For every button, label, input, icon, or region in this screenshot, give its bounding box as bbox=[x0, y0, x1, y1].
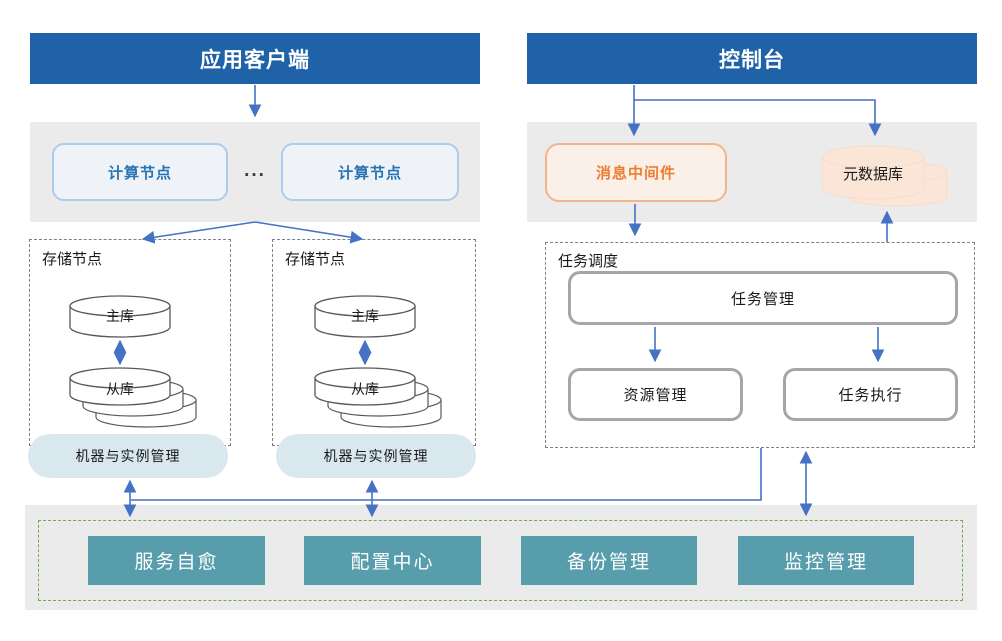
backup-management-label: 备份管理 bbox=[566, 552, 651, 573]
storage-node-right-box bbox=[272, 239, 476, 446]
task-scheduler-title: 任务调度 bbox=[558, 253, 619, 270]
compute-node-right-label: 计算节点 bbox=[337, 164, 402, 182]
resource-management-label: 资源管理 bbox=[623, 387, 688, 404]
replica-db-left-label: 从库 bbox=[106, 381, 134, 397]
config-center-button: 配置中心 bbox=[304, 536, 481, 585]
storage-node-right-title: 存储节点 bbox=[285, 251, 346, 268]
task-execution-node: 任务执行 bbox=[783, 368, 958, 421]
machine-instance-manager-left: 机器与实例管理 bbox=[28, 434, 228, 478]
machine-instance-manager-left-label: 机器与实例管理 bbox=[75, 448, 181, 464]
compute-node-left: 计算节点 bbox=[52, 143, 228, 201]
task-execution-label: 任务执行 bbox=[838, 387, 903, 404]
ellipsis-label: ... bbox=[244, 160, 266, 181]
task-scheduler-box bbox=[545, 242, 975, 448]
console-header: 控制台 bbox=[527, 33, 977, 84]
storage-node-left-box bbox=[29, 239, 231, 446]
service-self-healing-button: 服务自愈 bbox=[88, 536, 265, 585]
platform-green-box bbox=[38, 520, 963, 601]
machine-instance-manager-right: 机器与实例管理 bbox=[276, 434, 476, 478]
primary-db-left-label: 主库 bbox=[106, 308, 134, 324]
service-self-healing-label: 服务自愈 bbox=[134, 552, 219, 573]
message-middleware-label: 消息中间件 bbox=[595, 165, 676, 182]
monitor-management-button: 监控管理 bbox=[738, 536, 914, 585]
message-middleware-node: 消息中间件 bbox=[545, 143, 727, 202]
config-center-label: 配置中心 bbox=[350, 552, 435, 573]
console-title: 控制台 bbox=[719, 48, 785, 72]
storage-node-left-title: 存储节点 bbox=[42, 251, 103, 268]
primary-db-right-label: 主库 bbox=[351, 308, 379, 324]
monitor-management-label: 监控管理 bbox=[783, 552, 868, 573]
arrow-compute-to-storage-left bbox=[141, 221, 256, 244]
replica-db-right-label: 从库 bbox=[351, 381, 379, 397]
task-management-label: 任务管理 bbox=[730, 290, 795, 308]
compute-node-left-label: 计算节点 bbox=[107, 164, 172, 182]
compute-node-ellipsis: ... bbox=[239, 158, 271, 184]
machine-instance-manager-right-label: 机器与实例管理 bbox=[323, 448, 429, 464]
metadata-db-label: 元数据库 bbox=[842, 165, 903, 183]
backup-management-button: 备份管理 bbox=[521, 536, 697, 585]
compute-node-right: 计算节点 bbox=[281, 143, 459, 201]
arrow-compute-to-storage-right bbox=[254, 221, 364, 244]
resource-management-node: 资源管理 bbox=[568, 368, 743, 421]
app-client-title: 应用客户端 bbox=[200, 48, 310, 72]
task-management-node: 任务管理 bbox=[568, 271, 958, 325]
app-client-header: 应用客户端 bbox=[30, 33, 480, 84]
